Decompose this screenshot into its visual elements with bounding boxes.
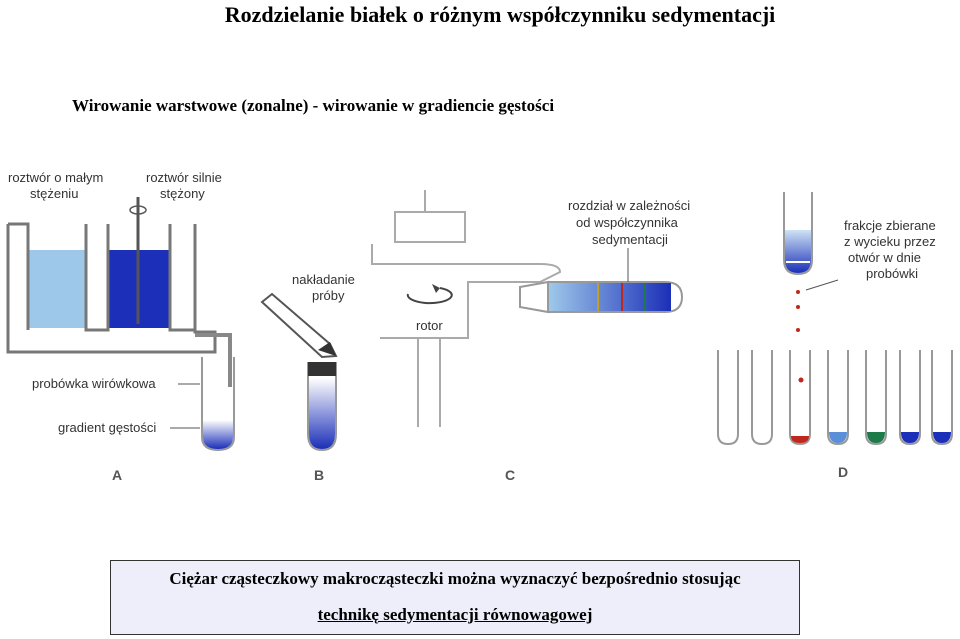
panel-label-d: D xyxy=(838,464,848,480)
page-title: Rozdzielanie białek o różnym współczynni… xyxy=(224,2,776,27)
label-separation-2: od współczynnika xyxy=(576,215,679,230)
panel-d-fraction-collection: frakcje zbierane z wycieku przez otwór w… xyxy=(717,192,953,480)
centrifuge-tube-a xyxy=(201,357,235,452)
note-line-1: Ciężar cząsteczkowy makrocząsteczki możn… xyxy=(169,569,741,588)
horizontal-tube-gradient xyxy=(549,283,671,311)
mixer-vessel xyxy=(6,222,217,354)
fraction-tubes xyxy=(717,350,953,446)
fraction-tube xyxy=(717,350,739,446)
chamber-low-conc xyxy=(28,250,86,328)
label-low-conc-1: roztwór o małym xyxy=(8,170,103,185)
label-tube: probówka wirówkowa xyxy=(32,376,156,391)
label-separation-1: rozdział w zależności xyxy=(568,198,690,213)
label-loading-1: nakładanie xyxy=(292,272,355,287)
panel-label-c: C xyxy=(505,467,515,483)
fraction-tube xyxy=(865,350,887,446)
stirrer-rotation-icon xyxy=(129,205,147,215)
centrifuge-tube-b xyxy=(307,362,337,452)
panel-label-a: A xyxy=(112,467,122,483)
label-gradient: gradient gęstości xyxy=(58,420,156,435)
zonal-centrifugation-diagram: roztwór o małym stężeniu roztwór silnie … xyxy=(6,170,953,483)
fraction-tube xyxy=(789,350,811,446)
note-box: Ciężar cząsteczkowy makrocząsteczki możn… xyxy=(110,560,800,635)
label-fractions-4: probówki xyxy=(866,266,918,281)
tube-b-gradient xyxy=(309,378,335,449)
outlet-tube xyxy=(195,333,232,387)
label-low-conc-2: stężeniu xyxy=(30,186,78,201)
rotor-body xyxy=(371,244,562,339)
label-high-conc-1: roztwór silnie xyxy=(146,170,222,185)
page-subtitle: Wirowanie warstwowe (zonalne) - wirowani… xyxy=(72,96,555,115)
note-line-2: technikę sedymentacji równowagowej xyxy=(317,605,593,624)
fraction-tube xyxy=(751,350,773,446)
fraction-tube xyxy=(827,350,849,446)
fraction-tube xyxy=(931,350,953,446)
panel-b-sample-loading: nakładanie próby B xyxy=(260,272,355,483)
panel-a-gradient-mixer: roztwór o małym stężeniu roztwór silnie … xyxy=(6,170,235,483)
panel-c-rotor: rotor rozdział w zależności od współczyn… xyxy=(371,190,690,483)
tube-a-gradient xyxy=(203,420,233,449)
collection-tube xyxy=(783,192,813,276)
horizontal-tube xyxy=(548,281,684,313)
label-separation-3: sedymentacji xyxy=(592,232,668,247)
panel-label-b: B xyxy=(314,467,324,483)
label-fractions-3: otwór w dnie xyxy=(848,250,921,265)
label-fractions-2: z wycieku przez xyxy=(844,234,936,249)
fraction-tube xyxy=(899,350,921,446)
label-high-conc-2: stężony xyxy=(160,186,205,201)
label-loading-2: próby xyxy=(312,288,345,303)
label-fractions-1: frakcje zbierane xyxy=(844,218,936,233)
label-rotor: rotor xyxy=(416,318,443,333)
rotation-arrow-icon xyxy=(406,287,453,305)
